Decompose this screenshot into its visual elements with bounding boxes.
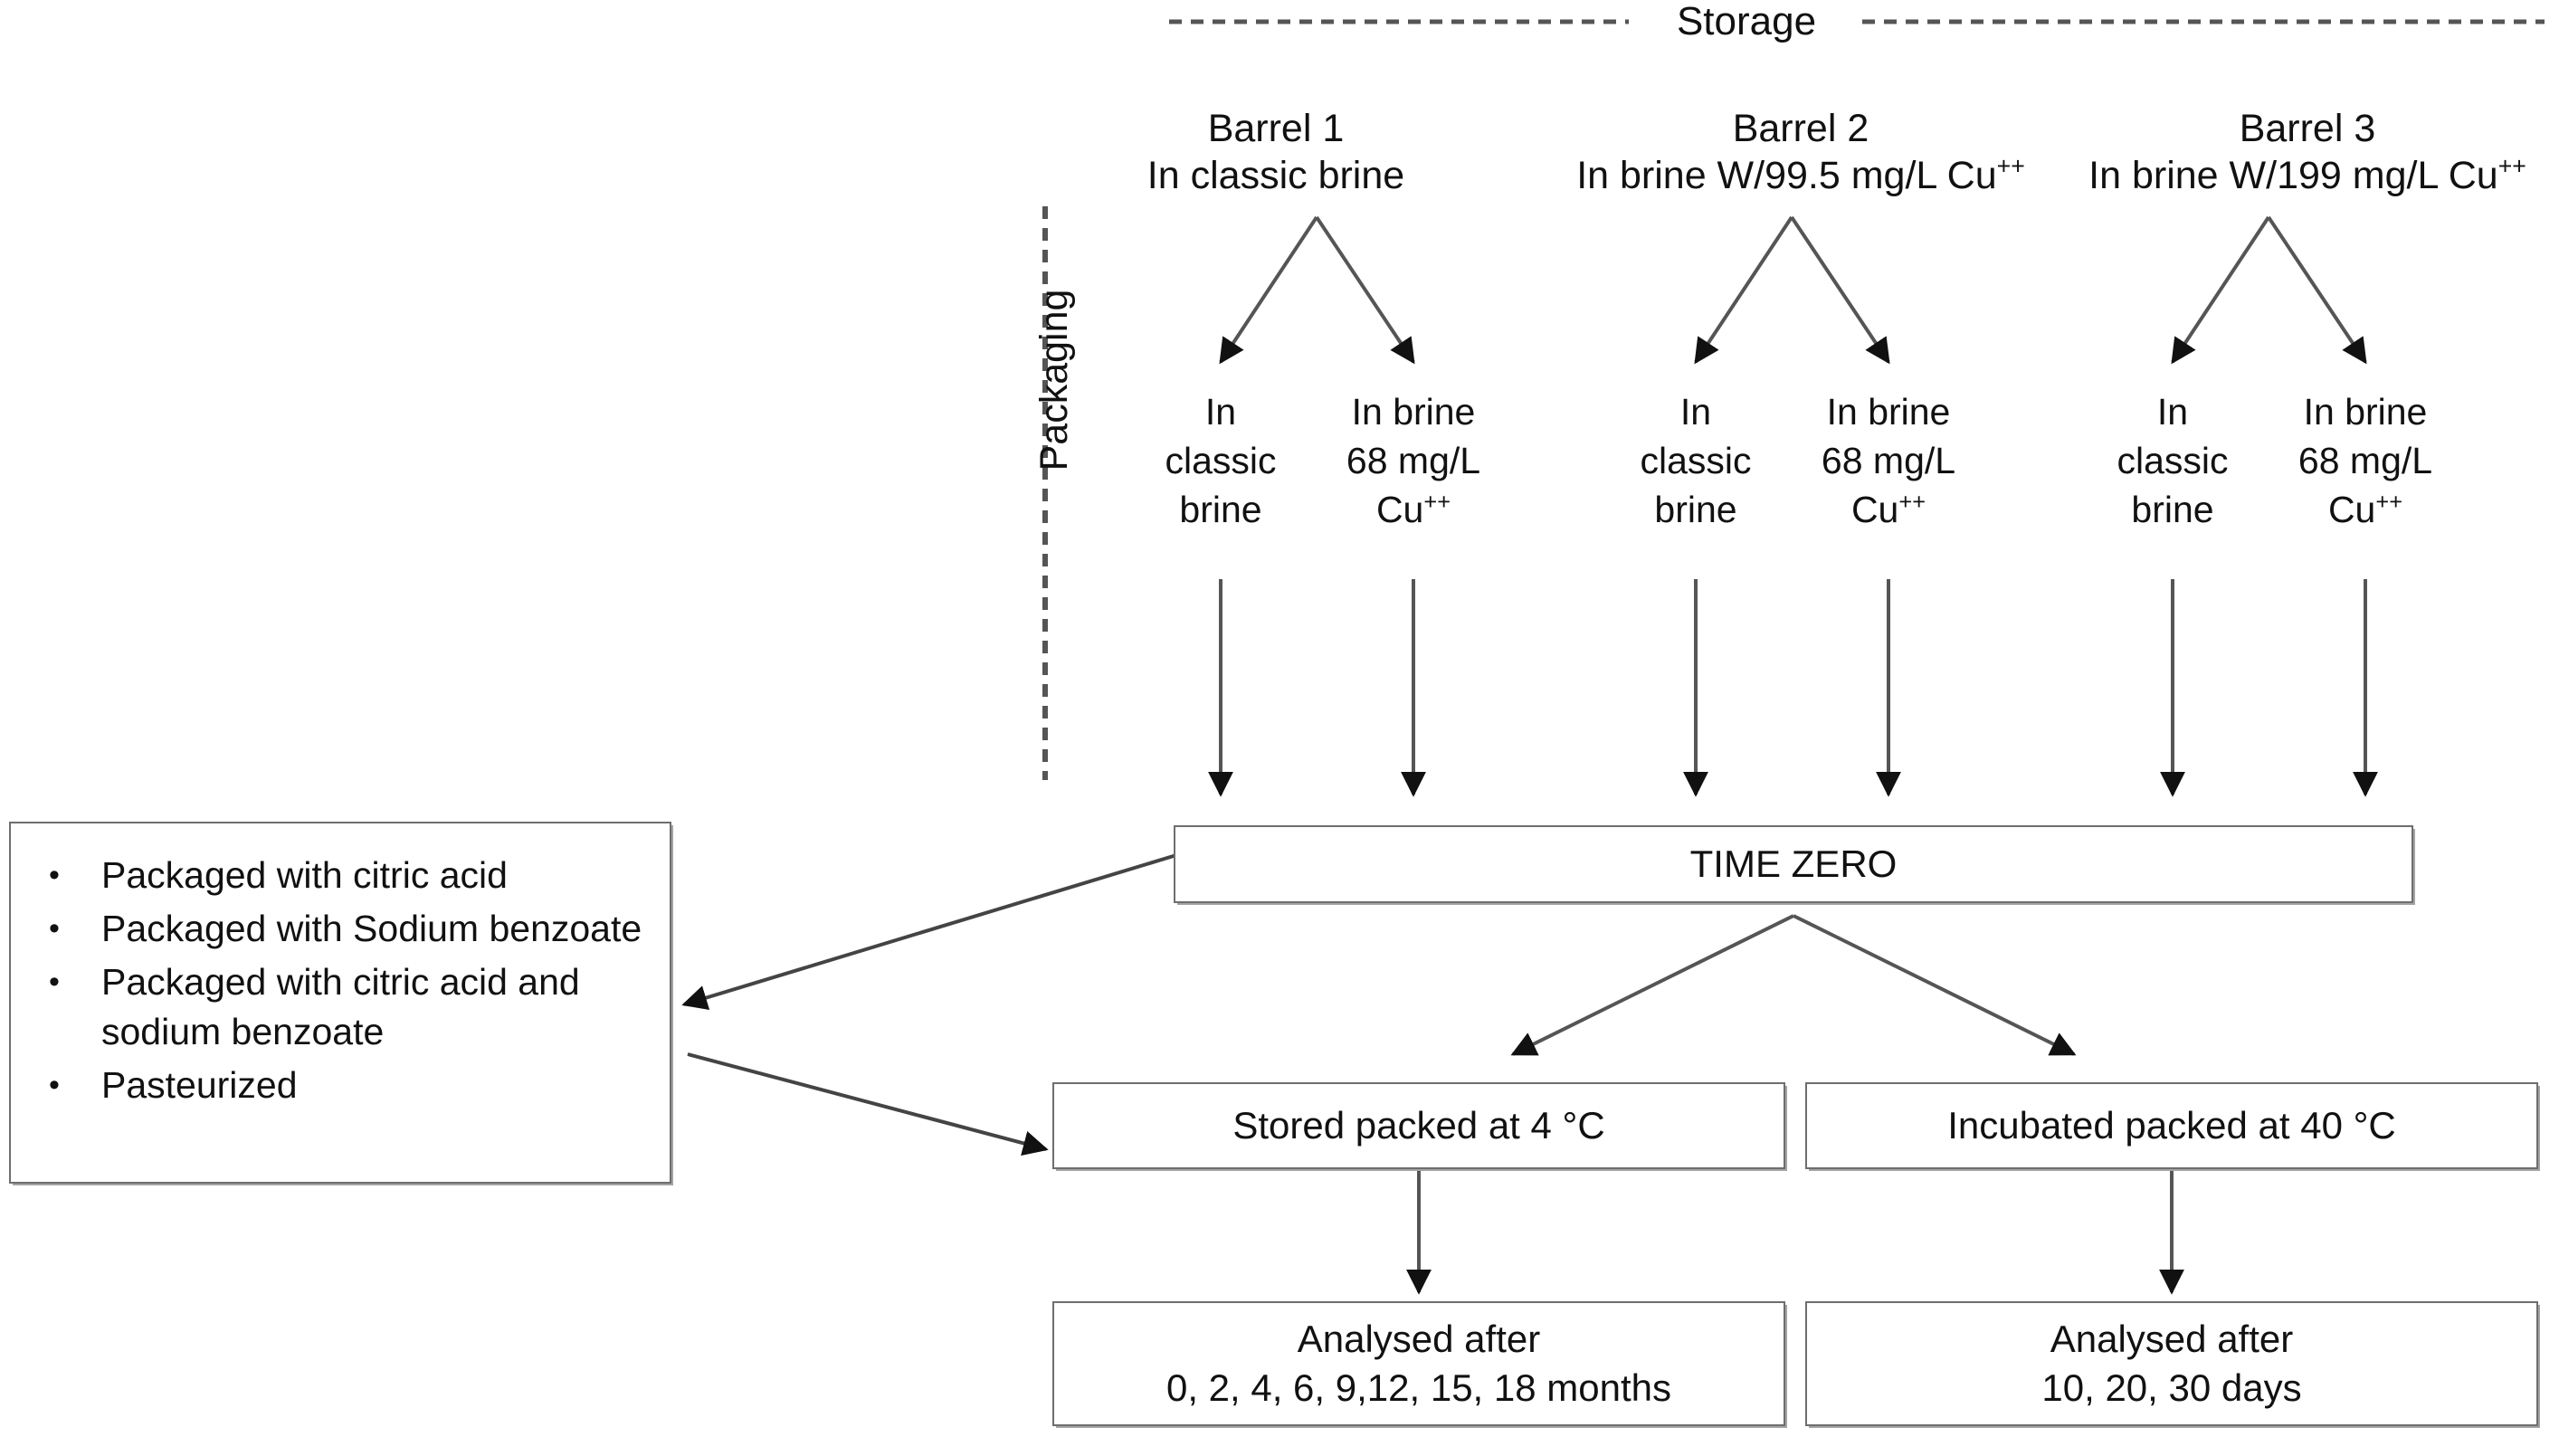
packaging-option-5-line2: classic — [2117, 440, 2229, 481]
treatment-item: Pasteurized — [42, 1061, 646, 1110]
analysed-days-line1: Analysed after — [2050, 1318, 2294, 1360]
packaging-option-4-line1: In brine — [1826, 391, 1951, 433]
barrel-2-desc: In brine W/99.5 mg/L Cu++ — [1529, 152, 2072, 199]
packaging-option-2-element: Cu — [1375, 489, 1424, 530]
packaging-option-2-charge-superscript: ++ — [1423, 489, 1451, 515]
barrel-3-desc-text: In brine W/199 mg/L Cu — [2088, 154, 2498, 197]
packaging-option-3-line1: In — [1679, 391, 1712, 433]
treatments-to-stored-arrow — [687, 1052, 1049, 1156]
time-zero-box: TIME ZERO — [1174, 825, 2413, 903]
stored-packed-box: Stored packed at 4 °C — [1052, 1082, 1785, 1169]
packaging-option-2: In brine 68 mg/L Cu++ — [1305, 387, 1522, 534]
barrel1-split-right — [1315, 215, 1415, 365]
analysed-months-box: Analysed after 0, 2, 4, 6, 9,12, 15, 18 … — [1052, 1301, 1785, 1426]
packaging-option-6-line2: 68 mg/L — [2297, 440, 2433, 481]
barrel-1-desc: In classic brine — [1146, 154, 1405, 197]
packaging-option-5-line1: In — [2156, 391, 2189, 433]
barrel-3-charge-superscript: ++ — [2497, 152, 2526, 180]
packaging-option-2-line2: 68 mg/L — [1346, 440, 1481, 481]
packaging-option-1: In classic brine — [1112, 387, 1329, 534]
packaging-option-1-line3: brine — [1179, 489, 1262, 530]
analysed-days-line2: 10, 20, 30 days — [2041, 1366, 2302, 1409]
packaging-option-4-charge-superscript: ++ — [1898, 489, 1926, 515]
analysed-months-line2: 0, 2, 4, 6, 9,12, 15, 18 months — [1165, 1366, 1672, 1409]
barrel-3-name: Barrel 3 — [2239, 107, 2376, 150]
packaging-option-6-charge-superscript: ++ — [2375, 489, 2403, 515]
treatments-list: Packaged with citric acid Packaged with … — [11, 823, 670, 1110]
packaging-option-1-line1: In — [1204, 391, 1237, 433]
barrel2-split-right — [1790, 215, 1890, 365]
barrel-2-name: Barrel 2 — [1732, 107, 1869, 150]
barrel-3-desc: In brine W/199 mg/L Cu++ — [2054, 152, 2559, 199]
barrel3-split-right — [2267, 215, 2367, 365]
timezero-split-left — [1510, 914, 1794, 1056]
treatment-item: Packaged with citric acid — [42, 851, 646, 900]
barrel3-split-left — [2171, 215, 2270, 365]
packaging-option-6-element: Cu — [2327, 489, 2376, 530]
packaging-option-2-line1: In brine — [1351, 391, 1476, 433]
packaging-option-3-line2: classic — [1640, 440, 1752, 481]
analysed-months-content: Analysed after 0, 2, 4, 6, 9,12, 15, 18 … — [1166, 1315, 1671, 1413]
treatment-item: Packaged with citric acid and sodium ben… — [42, 957, 646, 1057]
packaging-option-2-line3: Cu++ — [1305, 485, 1522, 534]
barrel-1-name: Barrel 1 — [1207, 107, 1345, 150]
barrel-2-heading: Barrel 2 In brine W/99.5 mg/L Cu++ — [1529, 105, 2072, 199]
treatments-box: Packaged with citric acid Packaged with … — [9, 822, 671, 1184]
packaging-option-3: In classic brine — [1587, 387, 1804, 534]
barrel2-split-left — [1694, 215, 1793, 365]
packaging-option-1-line2: classic — [1165, 440, 1277, 481]
packaging-option-4: In brine 68 mg/L Cu++ — [1780, 387, 1997, 534]
packaging-option-6-line1: In brine — [2303, 391, 2428, 433]
timezero-split-right — [1793, 914, 2077, 1056]
analysed-months-line1: Analysed after — [1297, 1318, 1541, 1360]
timezero-to-treatments-arrow — [681, 853, 1177, 1011]
incubated-packed-box: Incubated packed at 40 °C — [1805, 1082, 2538, 1169]
barrel-2-desc-text: In brine W/99.5 mg/L Cu — [1576, 154, 1997, 197]
packaging-option-5-line3: brine — [2131, 489, 2214, 530]
packaging-option-4-line2: 68 mg/L — [1821, 440, 1956, 481]
barrel-1-heading: Barrel 1 In classic brine — [1086, 105, 1466, 199]
packaging-option-6-line3: Cu++ — [2257, 485, 2474, 534]
storage-label: Storage — [1676, 0, 1817, 43]
packaging-axis-label: Packaging — [1032, 289, 1076, 471]
barrel-2-charge-superscript: ++ — [1996, 152, 2025, 180]
treatment-item: Packaged with Sodium benzoate — [42, 904, 646, 954]
barrel-3-heading: Barrel 3 In brine W/199 mg/L Cu++ — [2054, 105, 2559, 199]
packaging-option-4-element: Cu — [1850, 489, 1899, 530]
analysed-days-content: Analysed after 10, 20, 30 days — [2041, 1315, 2301, 1413]
packaging-option-5: In classic brine — [2064, 387, 2281, 534]
analysed-days-box: Analysed after 10, 20, 30 days — [1805, 1301, 2538, 1426]
barrel1-split-left — [1219, 215, 1318, 365]
packaging-option-6: In brine 68 mg/L Cu++ — [2257, 387, 2474, 534]
packaging-option-4-line3: Cu++ — [1780, 485, 1997, 534]
packaging-option-3-line3: brine — [1654, 489, 1737, 530]
